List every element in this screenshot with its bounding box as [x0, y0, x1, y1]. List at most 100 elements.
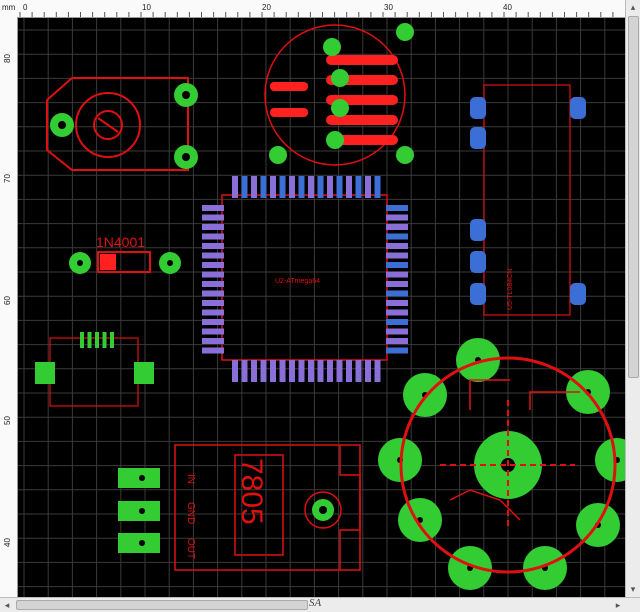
horizontal-scroll-thumb[interactable]: [16, 600, 308, 610]
potentiometer[interactable]: [46, 77, 198, 171]
mcu-pin-pad[interactable]: [386, 205, 408, 211]
mcu-pin-pad[interactable]: [355, 360, 362, 382]
mcu-pin-pad[interactable]: [202, 224, 224, 230]
horizontal-scrollbar[interactable]: ◂ ▸: [0, 597, 640, 612]
mcu-pin-pad[interactable]: [270, 360, 276, 382]
mcu-pin-pad[interactable]: [365, 360, 371, 382]
mcu-pin-pad[interactable]: [289, 360, 295, 382]
mcu-pin-pad[interactable]: [260, 360, 267, 382]
dip-pad[interactable]: [570, 283, 586, 305]
mcu-pin-pad[interactable]: [298, 360, 305, 382]
mcu-pin-pad[interactable]: [374, 176, 381, 198]
mcu-pin-pad[interactable]: [327, 360, 333, 382]
mcu-pin-pad[interactable]: [355, 176, 362, 198]
mcu-pin-pad[interactable]: [386, 300, 408, 306]
mcu-pin-pad[interactable]: [202, 262, 224, 268]
mcu-pin-pad[interactable]: [202, 319, 224, 325]
mcu-pin-pad[interactable]: [386, 271, 408, 278]
mcu-pin-pad[interactable]: [346, 176, 352, 198]
mcu-pin-pad[interactable]: [336, 176, 343, 198]
scroll-down-icon[interactable]: ▾: [630, 584, 636, 594]
mcu-pin-pad[interactable]: [202, 347, 224, 354]
voltage-regulator[interactable]: 7805 IN GND OUT: [118, 444, 361, 571]
switch-pad[interactable]: [326, 131, 344, 149]
mcu-pin-pad[interactable]: [386, 319, 408, 325]
mcu-pin-pad[interactable]: [202, 205, 224, 211]
mcu-pin-pad[interactable]: [308, 176, 314, 198]
mcu-pin-pad[interactable]: [251, 176, 257, 198]
mcu-pin-pad[interactable]: [386, 281, 408, 287]
dip-pad[interactable]: [470, 219, 486, 241]
switch-contact[interactable]: [326, 115, 398, 125]
mcu-pin-pad[interactable]: [386, 233, 408, 240]
mcu-pin-pad[interactable]: [386, 262, 408, 268]
mcu-pin-pad[interactable]: [327, 176, 333, 198]
pcb-layout[interactable]: 1N4001 U2-ATmega64 U5-TL084CN: [18, 18, 625, 597]
pcb-canvas[interactable]: 1N4001 U2-ATmega64 U5-TL084CN: [18, 18, 625, 597]
switch-pad[interactable]: [331, 69, 349, 87]
scroll-up-icon[interactable]: ▴: [630, 2, 636, 12]
mcu-pin-pad[interactable]: [386, 338, 408, 344]
usb-connector[interactable]: [35, 332, 154, 407]
mcu-pin-pad[interactable]: [298, 176, 305, 198]
switch-pad[interactable]: [323, 38, 341, 56]
mcu-pin-pad[interactable]: [202, 233, 224, 240]
mcu-pin-pad[interactable]: [241, 176, 248, 198]
circular-connector[interactable]: [378, 338, 625, 590]
mcu-pin-pad[interactable]: [279, 176, 286, 198]
mcu-pin-pad[interactable]: [270, 176, 276, 198]
mcu-pin-pad[interactable]: [202, 252, 224, 259]
mcu-pin-pad[interactable]: [386, 347, 408, 354]
mcu-pin-pad[interactable]: [386, 290, 408, 297]
connector-pad[interactable]: [595, 438, 625, 482]
switch-pad[interactable]: [396, 146, 414, 164]
mcu-pin-pad[interactable]: [289, 176, 295, 198]
mcu-pin-pad[interactable]: [202, 328, 224, 335]
switch-contact[interactable]: [326, 135, 398, 145]
usb-pin-pad[interactable]: [87, 332, 92, 348]
dip-pad[interactable]: [470, 97, 486, 119]
switch-pad[interactable]: [269, 146, 287, 164]
mcu-pin-pad[interactable]: [202, 300, 224, 306]
mcu-pin-pad[interactable]: [386, 224, 408, 230]
dip-ic[interactable]: U5-TL084CN: [470, 84, 586, 316]
mcu-pin-pad[interactable]: [386, 309, 408, 316]
usb-pin-pad[interactable]: [80, 332, 84, 348]
usb-pin-pad[interactable]: [102, 332, 107, 348]
mcu-pin-pad[interactable]: [202, 214, 224, 221]
vertical-scroll-thumb[interactable]: [628, 16, 639, 378]
mcu-pin-pad[interactable]: [251, 360, 257, 382]
dip-pad[interactable]: [570, 97, 586, 119]
mcu-pin-pad[interactable]: [386, 328, 408, 335]
switch-contact[interactable]: [270, 108, 308, 117]
mcu-pin-pad[interactable]: [202, 290, 224, 297]
switch-contact[interactable]: [270, 82, 308, 91]
diode-1n4001[interactable]: 1N4001: [69, 234, 181, 274]
rotary-switch[interactable]: [264, 23, 414, 166]
mcu-pin-pad[interactable]: [232, 176, 238, 198]
mcu-pin-pad[interactable]: [202, 309, 224, 316]
switch-pad[interactable]: [396, 23, 414, 41]
mcu-pin-pad[interactable]: [308, 360, 314, 382]
mcu-pin-pad[interactable]: [336, 360, 343, 382]
scroll-left-icon[interactable]: ◂: [4, 600, 10, 610]
mcu-pin-pad[interactable]: [346, 360, 352, 382]
mcu-pin-pad[interactable]: [386, 214, 408, 221]
switch-pad[interactable]: [331, 99, 349, 117]
mcu-pin-pad[interactable]: [260, 176, 267, 198]
usb-pin-pad[interactable]: [110, 332, 114, 348]
mcu-qfp[interactable]: U2-ATmega64: [202, 176, 408, 382]
mcu-pin-pad[interactable]: [202, 281, 224, 287]
mcu-pin-pad[interactable]: [386, 243, 408, 249]
mcu-pin-pad[interactable]: [374, 360, 381, 382]
vertical-scrollbar[interactable]: ▴ ▾: [625, 0, 640, 597]
mcu-pin-pad[interactable]: [202, 271, 224, 278]
mcu-pin-pad[interactable]: [317, 176, 324, 198]
usb-shield-pad[interactable]: [35, 362, 55, 384]
mcu-pin-pad[interactable]: [202, 243, 224, 249]
usb-shield-pad[interactable]: [134, 362, 154, 384]
dip-pad[interactable]: [470, 283, 486, 305]
mcu-pin-pad[interactable]: [386, 252, 408, 259]
mcu-pin-pad[interactable]: [317, 360, 324, 382]
dip-pad[interactable]: [470, 127, 486, 149]
